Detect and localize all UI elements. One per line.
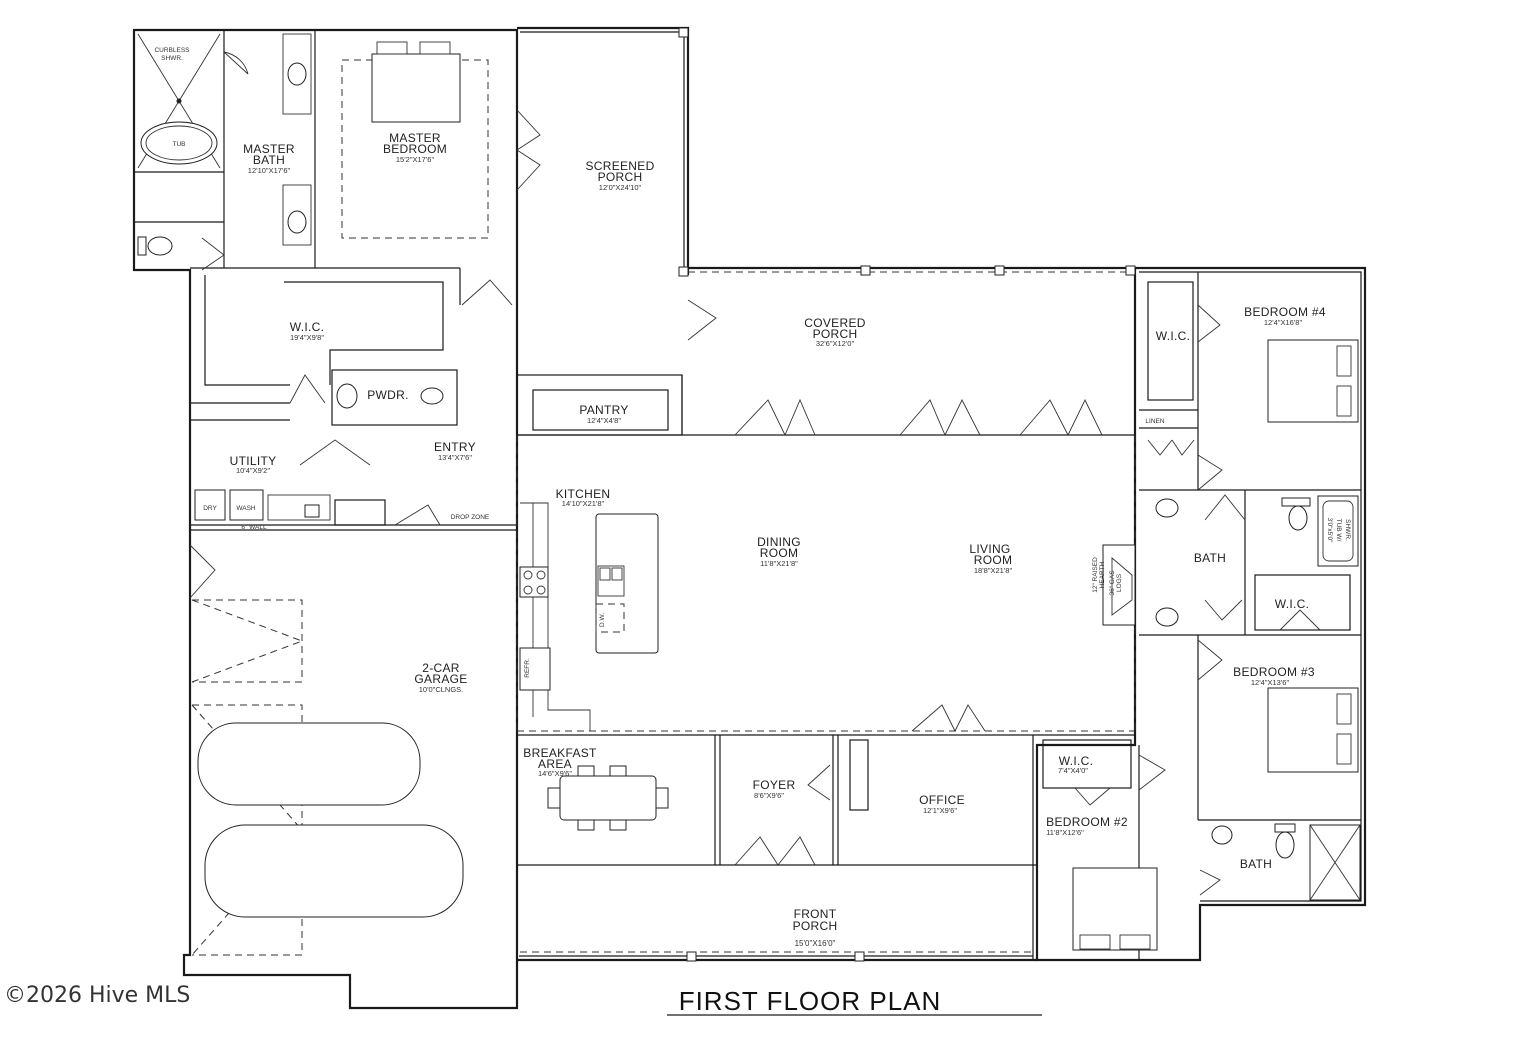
bedroom-4-label: BEDROOM #4	[1244, 305, 1326, 319]
powder-room-label: PWDR.	[367, 388, 409, 402]
garage-dim: 10'0"CLNGS.	[419, 685, 464, 694]
doors	[189, 51, 1321, 896]
entry-label: ENTRY	[434, 440, 476, 454]
linen-label: LINEN	[1145, 418, 1164, 425]
drop-zone-label: DROP ZONE	[451, 514, 490, 521]
entry-dim: 13'4"X7'6"	[438, 453, 472, 462]
bedroom-3-bath-label: BATH	[1240, 857, 1272, 871]
porch-posts	[678, 27, 1136, 962]
foyer-label: FOYER	[753, 778, 796, 792]
tub-shower-label-3: SHWR.	[1344, 519, 1351, 541]
curbless-shower-label: CURBLESS	[154, 47, 190, 54]
utility-label: UTILITY	[230, 454, 277, 468]
screened-porch-label: SCREENED	[585, 159, 654, 173]
covered-porch-dim: 32'6"X12'0"	[816, 339, 855, 348]
room-labels: CURBLESS SHWR. TUB MASTER BATH 12'10"X17…	[154, 47, 1351, 948]
dining-room-label: DINING	[757, 535, 801, 549]
front-porch-label-2: PORCH	[793, 919, 838, 933]
ceiling-lines	[191, 59, 1136, 956]
hall-bath-label: BATH	[1194, 551, 1226, 565]
gas-logs-label: 36" GAS	[1109, 570, 1116, 596]
bedroom-3-dim: 12'4"X13'6"	[1251, 678, 1290, 687]
bedroom-4-dim: 12'4"X16'8"	[1264, 318, 1303, 327]
dishwasher-label: D.W.	[599, 613, 606, 627]
breakfast-area-label: BREAKFAST	[523, 746, 597, 760]
master-bedroom-label-2: BEDROOM	[383, 142, 447, 156]
master-bath-dim: 12'10"X17'6"	[248, 166, 291, 175]
living-room-label: LIVING	[969, 542, 1010, 556]
interior-walls	[134, 30, 1361, 960]
dining-room-label-2: ROOM	[760, 546, 799, 560]
office-label: OFFICE	[919, 793, 965, 807]
washer-label: WASH	[236, 505, 256, 512]
garage-label: 2-CAR	[422, 661, 460, 675]
covered-porch-label: COVERED	[804, 316, 865, 330]
bedroom-2-wic-label: W.I.C.	[1059, 754, 1093, 768]
pantry-dim: 12'4"X4'8"	[587, 416, 621, 425]
master-bedroom-label: MASTER	[389, 131, 441, 145]
curbless-shower-label-2: SHWR.	[161, 55, 183, 62]
master-bath-label: MASTER	[243, 142, 295, 156]
tub-label: TUB	[173, 141, 186, 148]
master-wic-dim: 19'4"X9'8"	[290, 333, 324, 342]
front-porch-dim: 15'0"X16'0"	[795, 939, 836, 948]
garage-label-2: GARAGE	[414, 672, 467, 686]
bedroom-2-label: BEDROOM #2	[1046, 815, 1128, 829]
wall-note: 6" WALL	[241, 524, 267, 531]
office-dim: 12'1"X9'6"	[923, 806, 957, 815]
bedroom-3-label: BEDROOM #3	[1233, 665, 1315, 679]
breakfast-area-label-2: AREA	[538, 757, 572, 771]
living-room-dim: 18'8"X21'8"	[974, 566, 1013, 575]
fixtures	[137, 33, 1361, 951]
refrigerator-label: REFR.	[524, 658, 531, 678]
raised-hearth-label-2: HEARTH	[1099, 561, 1106, 588]
raised-hearth-label: 12" RAISED	[1092, 557, 1099, 593]
dryer-label: DRY	[203, 505, 217, 512]
bedroom-2-wic-dim: 7'4"X4'0"	[1058, 766, 1088, 775]
gas-logs-label-2: LOGS	[1116, 573, 1123, 592]
exterior-walls	[132, 26, 1367, 1010]
bedroom-4-wic-label: W.I.C.	[1156, 329, 1190, 343]
screened-porch-dim: 12'0"X24'10"	[599, 183, 642, 192]
master-bath-label-2: BATH	[253, 153, 285, 167]
kitchen-dim: 14'10"X21'8"	[562, 499, 605, 508]
foyer-dim: 8'6"X9'6"	[754, 791, 784, 800]
front-porch-label: FRONT	[794, 907, 837, 921]
screened-porch-label-2: PORCH	[598, 170, 643, 184]
dining-room-dim: 11'8"X21'8"	[760, 559, 798, 568]
breakfast-area-dim: 14'6"X9'6"	[538, 769, 572, 778]
utility-dim: 10'4"X9'2"	[236, 466, 270, 475]
master-wic-label: W.I.C.	[290, 320, 324, 334]
bedroom-3-wic-label: W.I.C.	[1275, 597, 1309, 611]
pantry-label: PANTRY	[579, 403, 628, 417]
bedroom-2-dim: 11'8"X12'6"	[1046, 828, 1084, 837]
master-bedroom-dim: 15'2"X17'6"	[396, 155, 435, 164]
watermark: ©2026 Hive MLS	[4, 983, 190, 1008]
living-room-label-2: ROOM	[974, 553, 1013, 567]
covered-porch-label-2: PORCH	[813, 327, 858, 341]
kitchen-label: KITCHEN	[556, 487, 611, 501]
tub-shower-label-2: TUB W/	[1335, 519, 1342, 542]
tub-shower-label: 3'0"x5'0"	[1326, 518, 1333, 543]
plan-title: FIRST FLOOR PLAN	[679, 986, 942, 1016]
